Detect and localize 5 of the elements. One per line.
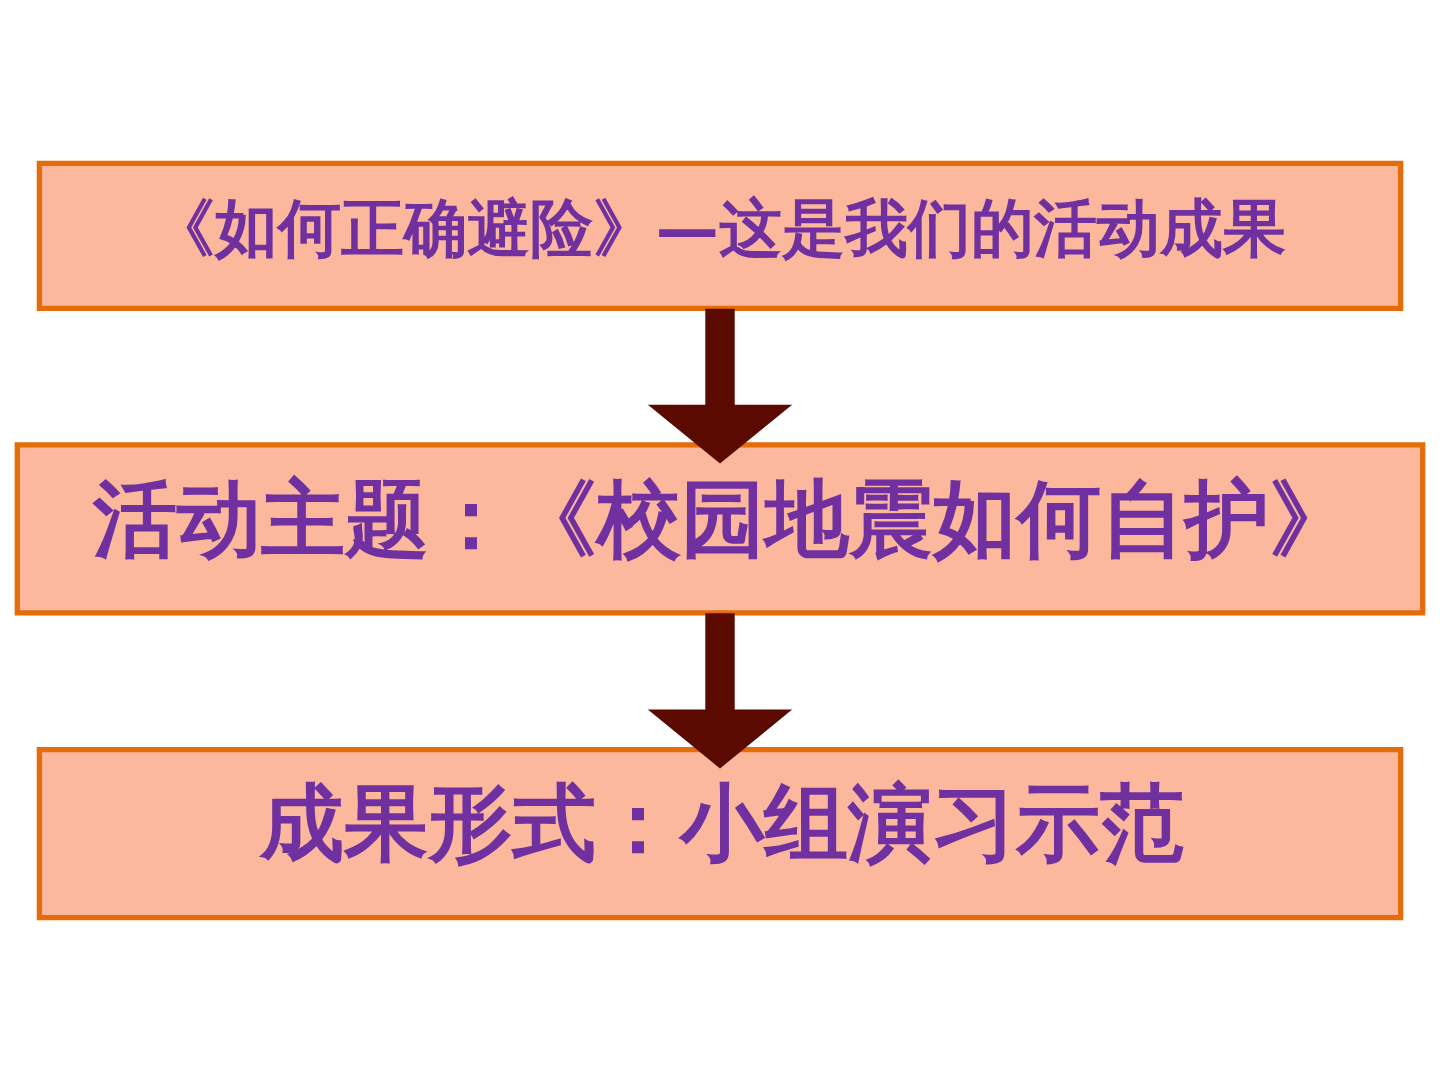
arrow	[647, 612, 793, 768]
node-box: 成果形式：小组演习示范	[36, 746, 1404, 920]
node-box: 活动主题：《校园地震如何自护》	[14, 441, 1426, 616]
arrow	[647, 308, 793, 464]
node-box: 《如何正确避险》—这是我们的活动成果	[36, 160, 1404, 311]
